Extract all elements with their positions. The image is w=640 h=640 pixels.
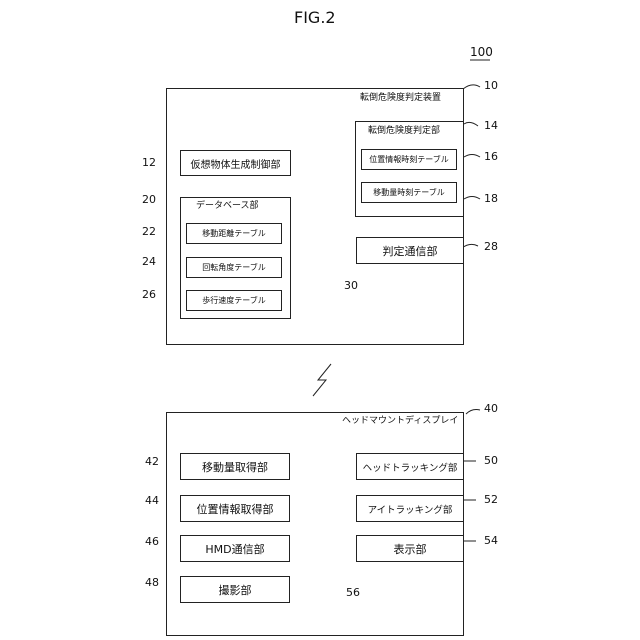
ref-12: 12 (142, 157, 156, 168)
ref-40: 40 (484, 403, 498, 414)
ref-30: 30 (344, 280, 358, 291)
eye-tracking-box: アイトラッキング部 (356, 495, 464, 522)
movement-time-table-box: 移動量時刻テーブル (361, 182, 457, 203)
ref-56: 56 (346, 587, 360, 598)
ref-22: 22 (142, 226, 156, 237)
ref-28: 28 (484, 241, 498, 252)
ref-26: 26 (142, 289, 156, 300)
rotation-table-box: 回転角度テーブル (186, 257, 282, 278)
ref-52: 52 (484, 494, 498, 505)
database-label: データベース部 (196, 202, 259, 211)
ref-42: 42 (145, 456, 159, 467)
distance-table-box: 移動距離テーブル (186, 223, 282, 244)
ref-44: 44 (145, 495, 159, 506)
walking-speed-table-box: 歩行速度テーブル (186, 290, 282, 311)
ref-10: 10 (484, 80, 498, 91)
ref-24: 24 (142, 256, 156, 267)
fall-risk-device-label: 転倒危険度判定装置 (360, 94, 441, 103)
head-tracking-box: ヘッドトラッキング部 (356, 453, 464, 480)
ref-20: 20 (142, 194, 156, 205)
ref-48: 48 (145, 577, 159, 588)
hmd-comm-box: HMD通信部 (180, 535, 290, 562)
movement-acquisition-box: 移動量取得部 (180, 453, 290, 480)
figure-title: FIG.2 (294, 10, 336, 26)
ref-50: 50 (484, 455, 498, 466)
ref-54: 54 (484, 535, 498, 546)
system-ref-number: 100 (470, 46, 493, 58)
ref-14: 14 (484, 120, 498, 131)
judgement-comm-box: 判定通信部 (356, 237, 464, 264)
fall-risk-judgement-label: 転倒危険度判定部 (368, 127, 440, 136)
position-acquisition-box: 位置情報取得部 (180, 495, 290, 522)
ref-16: 16 (484, 151, 498, 162)
camera-box: 撮影部 (180, 576, 290, 603)
virtual-object-control-box: 仮想物体生成制御部 (180, 150, 291, 176)
ref-46: 46 (145, 536, 159, 547)
hmd-label: ヘッドマウントディスプレイ (342, 417, 458, 426)
display-box: 表示部 (356, 535, 464, 562)
ref-18: 18 (484, 193, 498, 204)
position-time-table-box: 位置情報時刻テーブル (361, 149, 457, 170)
